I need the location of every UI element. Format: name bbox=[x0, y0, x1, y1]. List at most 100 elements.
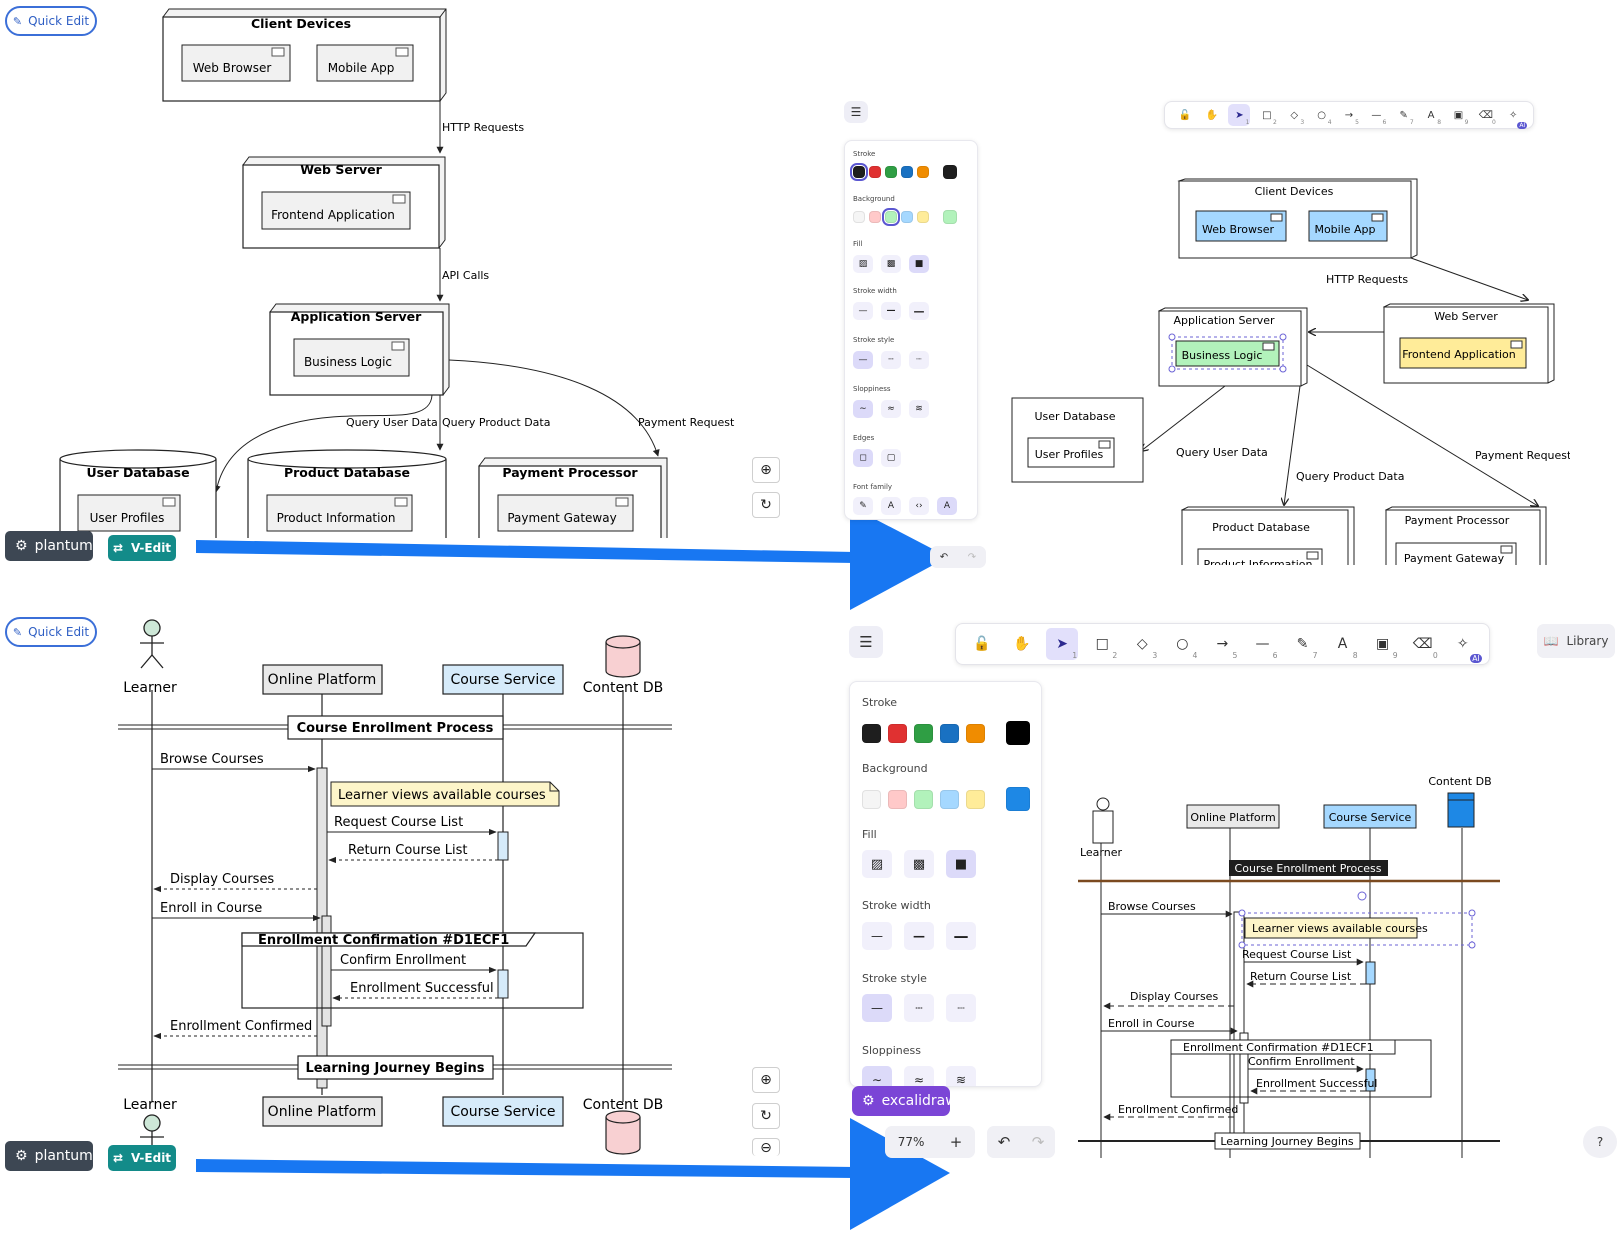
eraser-tool[interactable]: ⌫0 bbox=[1407, 628, 1439, 660]
swatch-green-light[interactable] bbox=[914, 789, 933, 809]
swatch-pink[interactable] bbox=[888, 789, 907, 809]
swatch-current-background[interactable] bbox=[943, 210, 957, 224]
edges-sharp-button[interactable]: ◻ bbox=[853, 449, 873, 467]
stroke-extra-bold-button[interactable]: — bbox=[909, 302, 929, 320]
select-tool[interactable]: ➤1 bbox=[1228, 104, 1251, 126]
exc-db-content-db[interactable]: Content DB bbox=[1428, 775, 1492, 828]
zoom-in-button-top[interactable]: ⊕ bbox=[752, 457, 780, 483]
stroke-dashed-button[interactable]: ┄ bbox=[881, 351, 901, 369]
swatch-transparent[interactable] bbox=[853, 211, 865, 223]
node-application-server[interactable]: Application Server Business Logic bbox=[269, 303, 450, 396]
zoom-level[interactable]: 77% bbox=[897, 1135, 925, 1149]
exc-note-learner-views[interactable]: Learner views available courses bbox=[1238, 909, 1476, 949]
redo-icon[interactable]: ↷ bbox=[967, 551, 977, 563]
swatch-red[interactable] bbox=[869, 166, 881, 178]
swatch-green-light[interactable] bbox=[882, 208, 900, 226]
library-button[interactable]: 📖 Library bbox=[1537, 624, 1615, 658]
ai-tools-tool[interactable]: ✧AI bbox=[1447, 628, 1482, 663]
reset-view-button-top[interactable]: ↻ bbox=[752, 492, 780, 518]
swatch-yellow-light[interactable] bbox=[966, 789, 985, 809]
fill-crosshatch-button[interactable]: ▩ bbox=[881, 255, 901, 273]
node-client-devices[interactable]: Client Devices Web Browser Mobile App bbox=[162, 8, 447, 102]
help-button[interactable]: ? bbox=[1583, 1126, 1617, 1158]
stroke-extra-bold-button[interactable]: — bbox=[946, 922, 976, 950]
node-payment-processor[interactable]: Payment Processor Payment Gateway bbox=[478, 457, 668, 566]
rectangle-tool[interactable]: □2 bbox=[1086, 628, 1118, 660]
swatch-red[interactable] bbox=[888, 723, 907, 743]
quick-edit-button-bottom[interactable]: ✎ Quick Edit bbox=[5, 617, 97, 647]
sloppiness-artist-button[interactable]: ≈ bbox=[881, 400, 901, 418]
pencil-tool[interactable]: ✎7 bbox=[1393, 104, 1415, 127]
ai-tools-tool[interactable]: ✧AI bbox=[1502, 104, 1528, 129]
font-selected-button[interactable]: A bbox=[937, 497, 957, 515]
swatch-yellow-light[interactable] bbox=[917, 211, 929, 223]
swatch-pink[interactable] bbox=[869, 211, 881, 223]
image-tool[interactable]: ▣9 bbox=[1447, 104, 1469, 127]
actor-learner-top[interactable]: Learner bbox=[123, 619, 177, 696]
stroke-thin-button[interactable]: — bbox=[853, 302, 873, 320]
exc-node-payment-processor[interactable]: Payment Processor Payment Gateway bbox=[1384, 506, 1547, 600]
font-code-button[interactable]: ‹› bbox=[909, 497, 929, 515]
fill-solid-button[interactable]: ■ bbox=[946, 850, 976, 878]
hand-tool[interactable]: ✋ bbox=[1006, 628, 1038, 660]
zoom-in-icon[interactable]: + bbox=[949, 1133, 963, 1151]
vedit-button-bottom[interactable]: ⇄ V-Edit bbox=[108, 1145, 176, 1171]
sloppiness-architect-button[interactable]: ∼ bbox=[862, 1066, 892, 1086]
db-content-db-top[interactable]: Content DB bbox=[583, 635, 664, 696]
line-tool[interactable]: —6 bbox=[1365, 104, 1387, 127]
swatch-blue-light[interactable] bbox=[940, 789, 959, 809]
quick-edit-button-top[interactable]: ✎ Quick Edit bbox=[5, 6, 97, 36]
stroke-dotted-button[interactable]: ┈ bbox=[946, 994, 976, 1022]
stroke-solid-button[interactable]: — bbox=[853, 351, 873, 369]
edges-round-button[interactable]: ▢ bbox=[881, 449, 901, 467]
db-content-db-bottom[interactable]: Content DB bbox=[583, 1097, 664, 1155]
diamond-tool[interactable]: ◇3 bbox=[1283, 104, 1305, 127]
menu-button-bottom[interactable]: ☰ bbox=[849, 626, 883, 658]
exc-participant-online-platform[interactable]: Online Platform bbox=[1186, 804, 1280, 829]
fill-crosshatch-button[interactable]: ▩ bbox=[904, 850, 934, 878]
node-product-database[interactable]: Product Database Product Information bbox=[247, 449, 447, 560]
hand-tool[interactable]: ✋ bbox=[1201, 104, 1223, 126]
zoom-out-button-bottom[interactable]: ⊖ bbox=[752, 1138, 780, 1156]
exc-node-web-server[interactable]: Web Server Frontend Application bbox=[1382, 303, 1555, 384]
sloppiness-artist-button[interactable]: ≈ bbox=[904, 1066, 934, 1086]
stroke-dashed-button[interactable]: ┄ bbox=[904, 994, 934, 1022]
participant-online-platform-bottom[interactable]: Online Platform bbox=[262, 1096, 383, 1127]
swatch-current-background[interactable] bbox=[1006, 787, 1030, 811]
swatch-orange[interactable] bbox=[917, 166, 929, 178]
lock-tool[interactable]: 🔓 bbox=[1174, 104, 1196, 126]
redo-icon[interactable]: ↷ bbox=[1031, 1133, 1045, 1151]
eraser-tool[interactable]: ⌫0 bbox=[1475, 104, 1497, 127]
participant-course-service-bottom[interactable]: Course Service bbox=[442, 1096, 564, 1127]
sloppiness-cartoonist-button[interactable]: ≋ bbox=[946, 1066, 976, 1086]
fill-solid-button[interactable]: ■ bbox=[909, 255, 929, 273]
menu-button-top[interactable]: ☰ bbox=[844, 101, 868, 123]
exc-node-client-devices[interactable]: Client Devices Web Browser Mobile App bbox=[1177, 178, 1418, 259]
stroke-bold-button[interactable]: — bbox=[904, 922, 934, 950]
rectangle-tool[interactable]: □2 bbox=[1256, 104, 1278, 127]
fill-hachure-button[interactable]: ▨ bbox=[862, 850, 892, 878]
fill-hachure-button[interactable]: ▨ bbox=[853, 255, 873, 273]
swatch-black[interactable] bbox=[862, 723, 881, 743]
sloppiness-architect-button[interactable]: ∼ bbox=[853, 400, 873, 418]
swatch-black[interactable] bbox=[850, 163, 868, 181]
swatch-green[interactable] bbox=[885, 166, 897, 178]
pencil-tool[interactable]: ✎7 bbox=[1287, 628, 1319, 660]
swatch-orange[interactable] bbox=[966, 723, 985, 743]
swatch-current-stroke[interactable] bbox=[943, 165, 957, 179]
plantuml-badge-bottom[interactable]: ⚙ plantuml bbox=[5, 1141, 97, 1171]
exc-participant-course-service[interactable]: Course Service bbox=[1323, 804, 1417, 829]
reset-view-button-bottom[interactable]: ↻ bbox=[752, 1103, 780, 1129]
vedit-button-top[interactable]: ⇄ V-Edit bbox=[108, 535, 176, 561]
node-web-server[interactable]: Web Server Frontend Application bbox=[242, 156, 446, 249]
font-normal-button[interactable]: A bbox=[881, 497, 901, 515]
participant-online-platform-top[interactable]: Online Platform bbox=[262, 664, 383, 695]
swatch-blue[interactable] bbox=[940, 723, 959, 743]
undo-icon[interactable]: ↶ bbox=[939, 551, 949, 563]
zoom-in-button-bottom[interactable]: ⊕ bbox=[752, 1067, 780, 1093]
arrow-tool[interactable]: →5 bbox=[1338, 104, 1360, 127]
swatch-blue-light[interactable] bbox=[901, 211, 913, 223]
exc-node-application-server[interactable]: Application Server Business Logic bbox=[1157, 307, 1308, 387]
swatch-transparent[interactable] bbox=[862, 789, 881, 809]
